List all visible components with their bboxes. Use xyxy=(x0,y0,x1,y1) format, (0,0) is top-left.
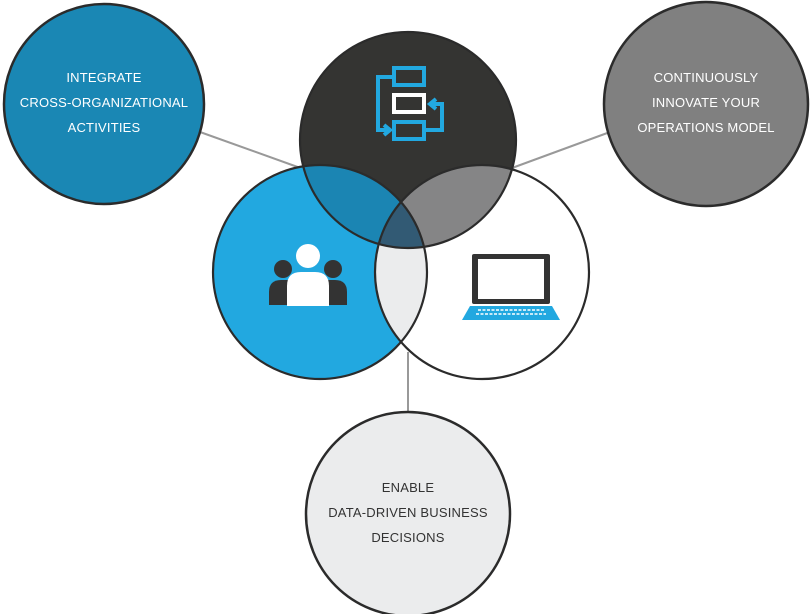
outline-people xyxy=(211,163,429,381)
connector-integrate xyxy=(199,131,307,171)
process-flow-icon xyxy=(376,66,444,141)
callout-line: DATA-DRIVEN BUSINESS xyxy=(328,505,488,520)
callout-line: INNOVATE YOUR xyxy=(652,95,760,110)
outline-process xyxy=(298,30,518,250)
callout-line: CROSS-ORGANIZATIONAL xyxy=(20,95,188,110)
overlap-process-technology xyxy=(375,165,516,248)
callout-text-integrate: INTEGRATE CROSS-ORGANIZATIONAL ACTIVITIES xyxy=(20,70,188,135)
callout-circle-innovate xyxy=(602,0,810,208)
callout-line: DECISIONS xyxy=(371,530,444,545)
callout-line: CONTINUOUSLY xyxy=(654,70,759,85)
callout-line: ACTIVITIES xyxy=(68,120,141,135)
people-group-icon xyxy=(269,244,347,306)
callout-line: ENABLE xyxy=(382,480,435,495)
callout-text-innovate: CONTINUOUSLY INNOVATE YOUR OPERATIONS MODE… xyxy=(637,70,774,135)
callout-circle-integrate xyxy=(2,2,206,206)
callout-line: INTEGRATE xyxy=(66,70,141,85)
callout-circle-enable xyxy=(304,410,512,614)
outline-technology xyxy=(373,163,591,381)
callout-line: OPERATIONS MODEL xyxy=(637,120,774,135)
connector-innovate xyxy=(511,131,611,169)
overlap-process-people xyxy=(300,165,427,248)
callout-text-enable: ENABLE DATA-DRIVEN BUSINESS DECISIONS xyxy=(328,480,488,545)
laptop-icon xyxy=(462,254,560,320)
